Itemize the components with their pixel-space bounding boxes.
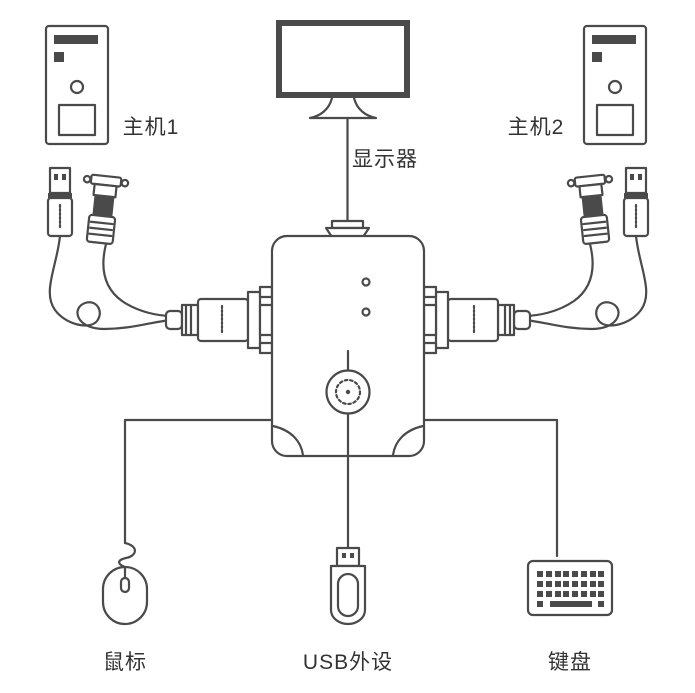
kvm-switch-icon [270,234,426,458]
computer-tower-1-icon [44,24,110,146]
computer-tower-2-icon [582,24,648,146]
selector-knob[interactable] [325,369,371,415]
vga-cable [102,242,174,318]
usb-plug-icon [46,166,74,238]
usb-peripheral-label: USB外设 [302,651,394,674]
led-indicator-2 [361,307,371,317]
host1-label: 主机1 [122,116,180,139]
usb-drive-icon [329,546,367,626]
monitor-label: 显示器 [352,148,418,171]
vga-adapter-icon [164,285,274,355]
mouse-label: 鼠标 [103,651,147,674]
host2-label: 主机2 [507,116,565,139]
led-indicator-1 [361,277,371,287]
connection-lines [123,116,559,558]
keyboard-label: 键盘 [548,651,592,674]
mouse-icon [101,541,149,626]
kvm-to-mouse-line [123,418,274,545]
vga-port-top-icon [324,219,371,239]
keyboard-icon [526,559,614,617]
monitor-icon [276,20,410,120]
kvm-to-keyboard-line [422,418,559,558]
cable-assembly-left [46,166,274,355]
cable-assembly-right [422,166,650,355]
vga-plug-icon [82,173,130,245]
usb-cable [48,234,174,331]
